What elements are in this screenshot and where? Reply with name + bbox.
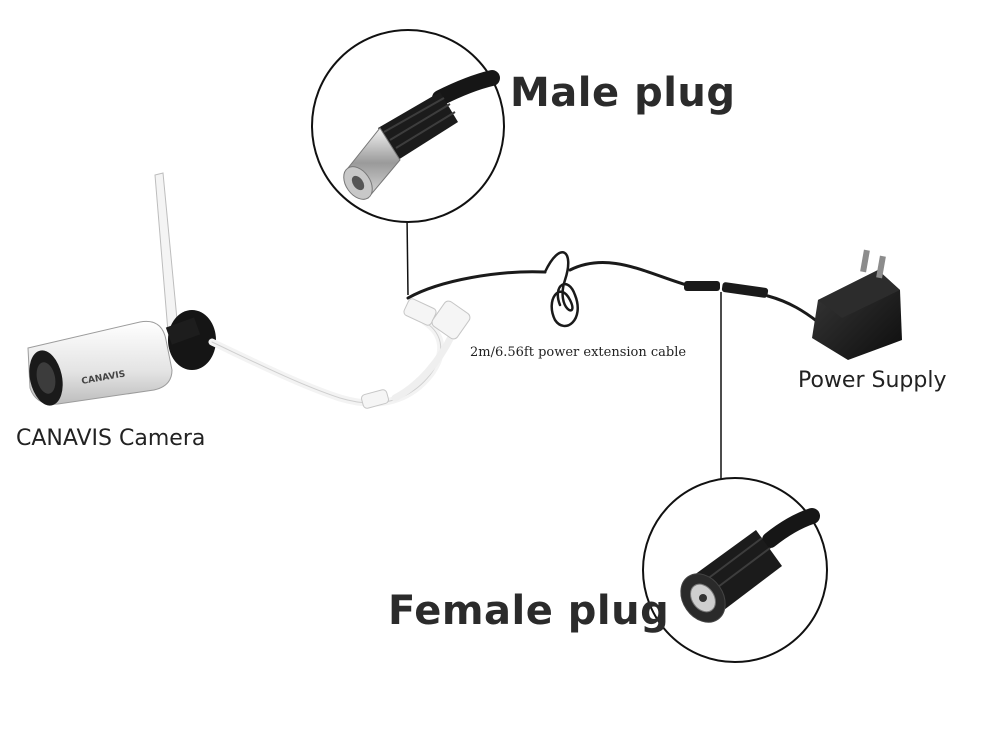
male-plug-body — [378, 92, 458, 160]
inline-connector-female — [684, 281, 720, 291]
female-plug-label: Female plug — [388, 588, 670, 634]
male-plug-callout — [311, 29, 505, 223]
male-plug-label: Male plug — [510, 70, 736, 116]
inline-connector-male — [721, 282, 769, 298]
plug-prong-1 — [860, 249, 870, 273]
power-supply-illustration — [812, 249, 902, 360]
extension-cable — [406, 270, 547, 300]
white-connector-2 — [431, 300, 471, 340]
camera-body — [27, 320, 173, 405]
plug-prong-2 — [876, 255, 886, 279]
camera-illustration: CANAVIS — [27, 172, 216, 406]
male-plug-leader-line — [406, 215, 409, 296]
camera-antenna — [154, 172, 179, 333]
camera-label: CANAVIS Camera — [16, 426, 206, 451]
coiled-cable — [543, 251, 579, 328]
female-plug-callout — [642, 477, 828, 663]
power-supply-label: Power Supply — [798, 368, 947, 393]
extension-cable-label: 2m/6.56ft power extension cable — [470, 345, 687, 360]
